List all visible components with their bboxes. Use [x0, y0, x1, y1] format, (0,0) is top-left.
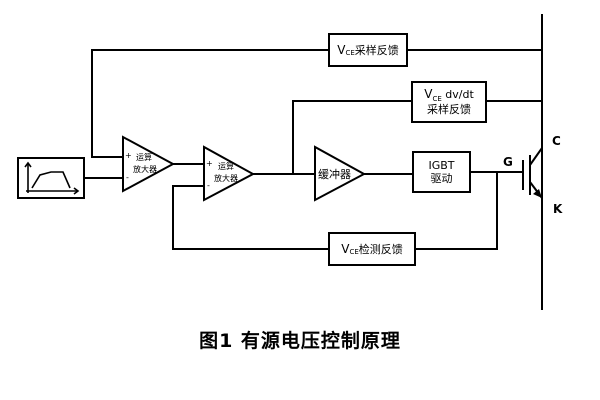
collector-label: C — [552, 134, 561, 148]
amp1-minus-sign: - — [126, 173, 129, 182]
buffer-label: 缓冲器 — [318, 168, 351, 181]
vce-detect-symbol: V — [341, 241, 350, 256]
figure-caption: 图1 有源电压控制原理 — [199, 330, 401, 352]
vce-detect-subscript: CE — [349, 247, 359, 256]
amp2-plus-sign: + — [206, 159, 213, 168]
igbt-driver-label: IGBT 驱动 — [413, 152, 470, 192]
dvdt-feedback-symbol: V — [424, 87, 433, 101]
dvdt-feedback-dvdt: dv/dt — [441, 88, 474, 101]
dvdt-feedback-line2: 采样反馈 — [427, 103, 471, 116]
igbt-emitter-arrow — [533, 189, 542, 198]
dvdt-feedback-subscript: CE — [432, 95, 442, 103]
amp2-label-line2: 放大器 — [214, 174, 238, 183]
amplifier-1-triangle — [122, 135, 176, 193]
vce-feedback-subscript: CE — [345, 48, 355, 57]
gate-label: G — [503, 155, 513, 169]
igbt-driver-line1: IGBT — [428, 159, 455, 172]
dvdt-feedback-label: VCE dv/dt 采样反馈 — [412, 82, 486, 122]
amp1-label-line1: 运算 — [136, 153, 152, 162]
dvdt-feedback-line1: VCE dv/dt — [424, 87, 474, 104]
reference-waveform-icon — [24, 161, 80, 195]
amp1-label-line2: 放大器 — [133, 165, 157, 174]
amp2-minus-sign: - — [207, 181, 210, 190]
amp1-plus-sign: + — [125, 151, 132, 160]
amplifier-2-triangle — [203, 145, 256, 202]
igbt-transistor-icon — [522, 14, 543, 310]
wiring — [84, 49, 542, 250]
emitter-label: K — [553, 202, 563, 216]
vce-detect-text: 检测反馈 — [358, 242, 403, 256]
igbt-driver-line2: 驱动 — [430, 172, 453, 185]
amp2-label-line1: 运算 — [218, 162, 234, 171]
vce-feedback-text: 采样反馈 — [354, 43, 399, 57]
vce-feedback-symbol: V — [337, 42, 346, 57]
